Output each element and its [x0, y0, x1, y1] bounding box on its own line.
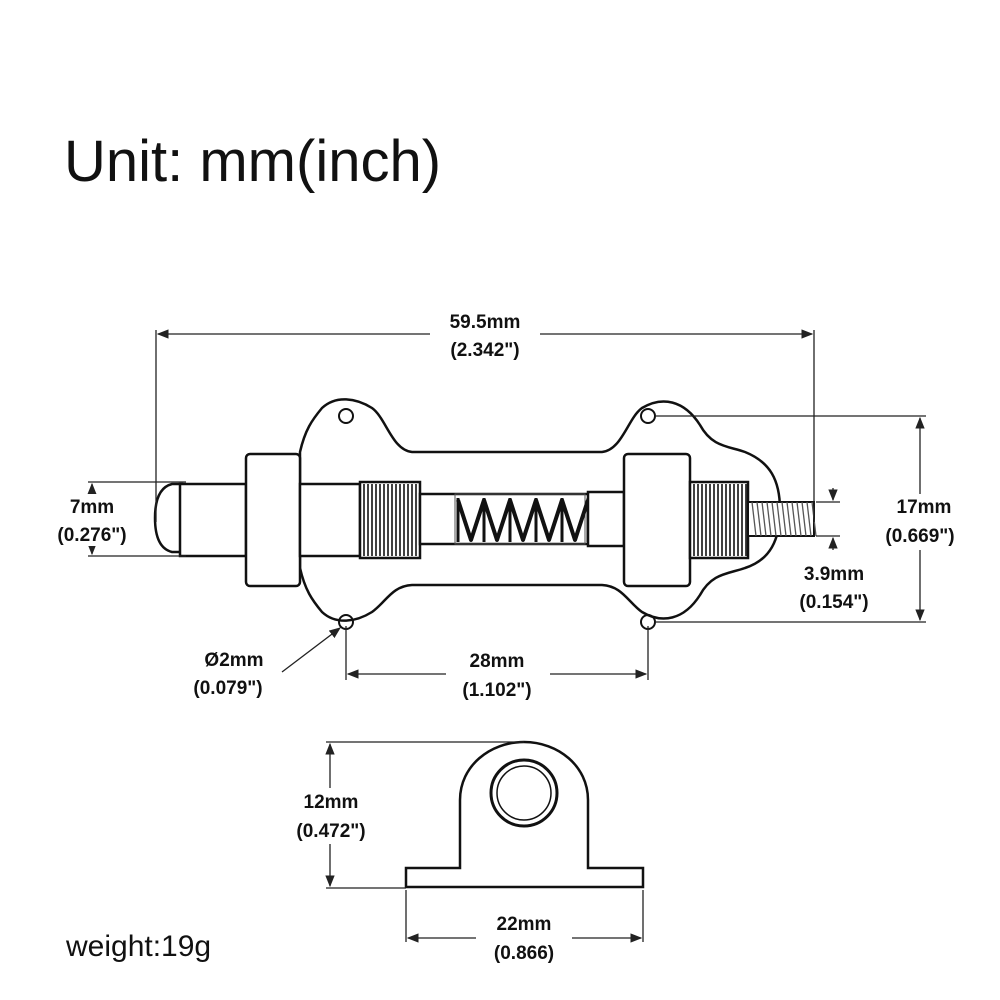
threaded-end [747, 501, 817, 537]
top-view [153, 398, 817, 630]
dimension-hole-spacing: 28mm (1.102") [345, 626, 649, 702]
overall-length-inch: (2.342") [450, 340, 519, 361]
left-bracket-block [244, 452, 302, 588]
side-height-inch: (0.472") [296, 821, 365, 842]
inner-shaft [298, 482, 362, 558]
hole-spacing-inch: (1.102") [462, 680, 531, 701]
side-view [404, 740, 645, 889]
dimension-side-height: 12mm (0.472") [286, 741, 524, 889]
thread-dia-mm: 3.9mm [804, 564, 864, 585]
hole-dia-mm: Ø2mm [204, 650, 263, 671]
dimension-side-width: 22mm (0.866) [405, 890, 644, 966]
plunger-shaft [178, 482, 248, 558]
hole-dia-inch: (0.079") [193, 678, 262, 699]
side-profile-outline [404, 740, 645, 889]
left-knurled-nut [358, 480, 422, 560]
side-width-inch: (0.866) [494, 943, 554, 964]
unit-title: Unit: mm(inch) [64, 129, 442, 194]
mount-hole-top-right [640, 408, 656, 424]
side-bore-inner [496, 765, 552, 821]
side-width-mm: 22mm [497, 914, 552, 935]
side-height-mm: 12mm [304, 792, 359, 813]
overall-length-mm: 59.5mm [450, 312, 521, 333]
mount-hole-top-left [338, 408, 354, 424]
thread-dia-inch: (0.154") [799, 592, 868, 613]
side-bore-outer [489, 758, 559, 828]
dimension-plunger-diameter: 7mm (0.276") [54, 481, 186, 557]
dimension-hole-diameter: Ø2mm (0.079") [193, 627, 341, 699]
right-collar [586, 490, 626, 548]
dimension-height: 17mm (0.669") [655, 415, 966, 623]
dimension-overall-length: 59.5mm (2.342") [155, 310, 815, 522]
right-knurled-nut [688, 480, 750, 560]
dimension-thread-diameter: 3.9mm (0.154") [799, 488, 869, 613]
hole-spacing-mm: 28mm [470, 651, 525, 672]
right-bracket-block [622, 452, 692, 588]
height-mm: 17mm [897, 497, 952, 518]
plunger-tip [153, 482, 184, 554]
weight-label: weight:19g [66, 930, 212, 963]
height-inch: (0.669") [885, 526, 954, 547]
plunger-dia-mm: 7mm [70, 497, 114, 518]
plunger-dia-inch: (0.276") [57, 525, 126, 546]
